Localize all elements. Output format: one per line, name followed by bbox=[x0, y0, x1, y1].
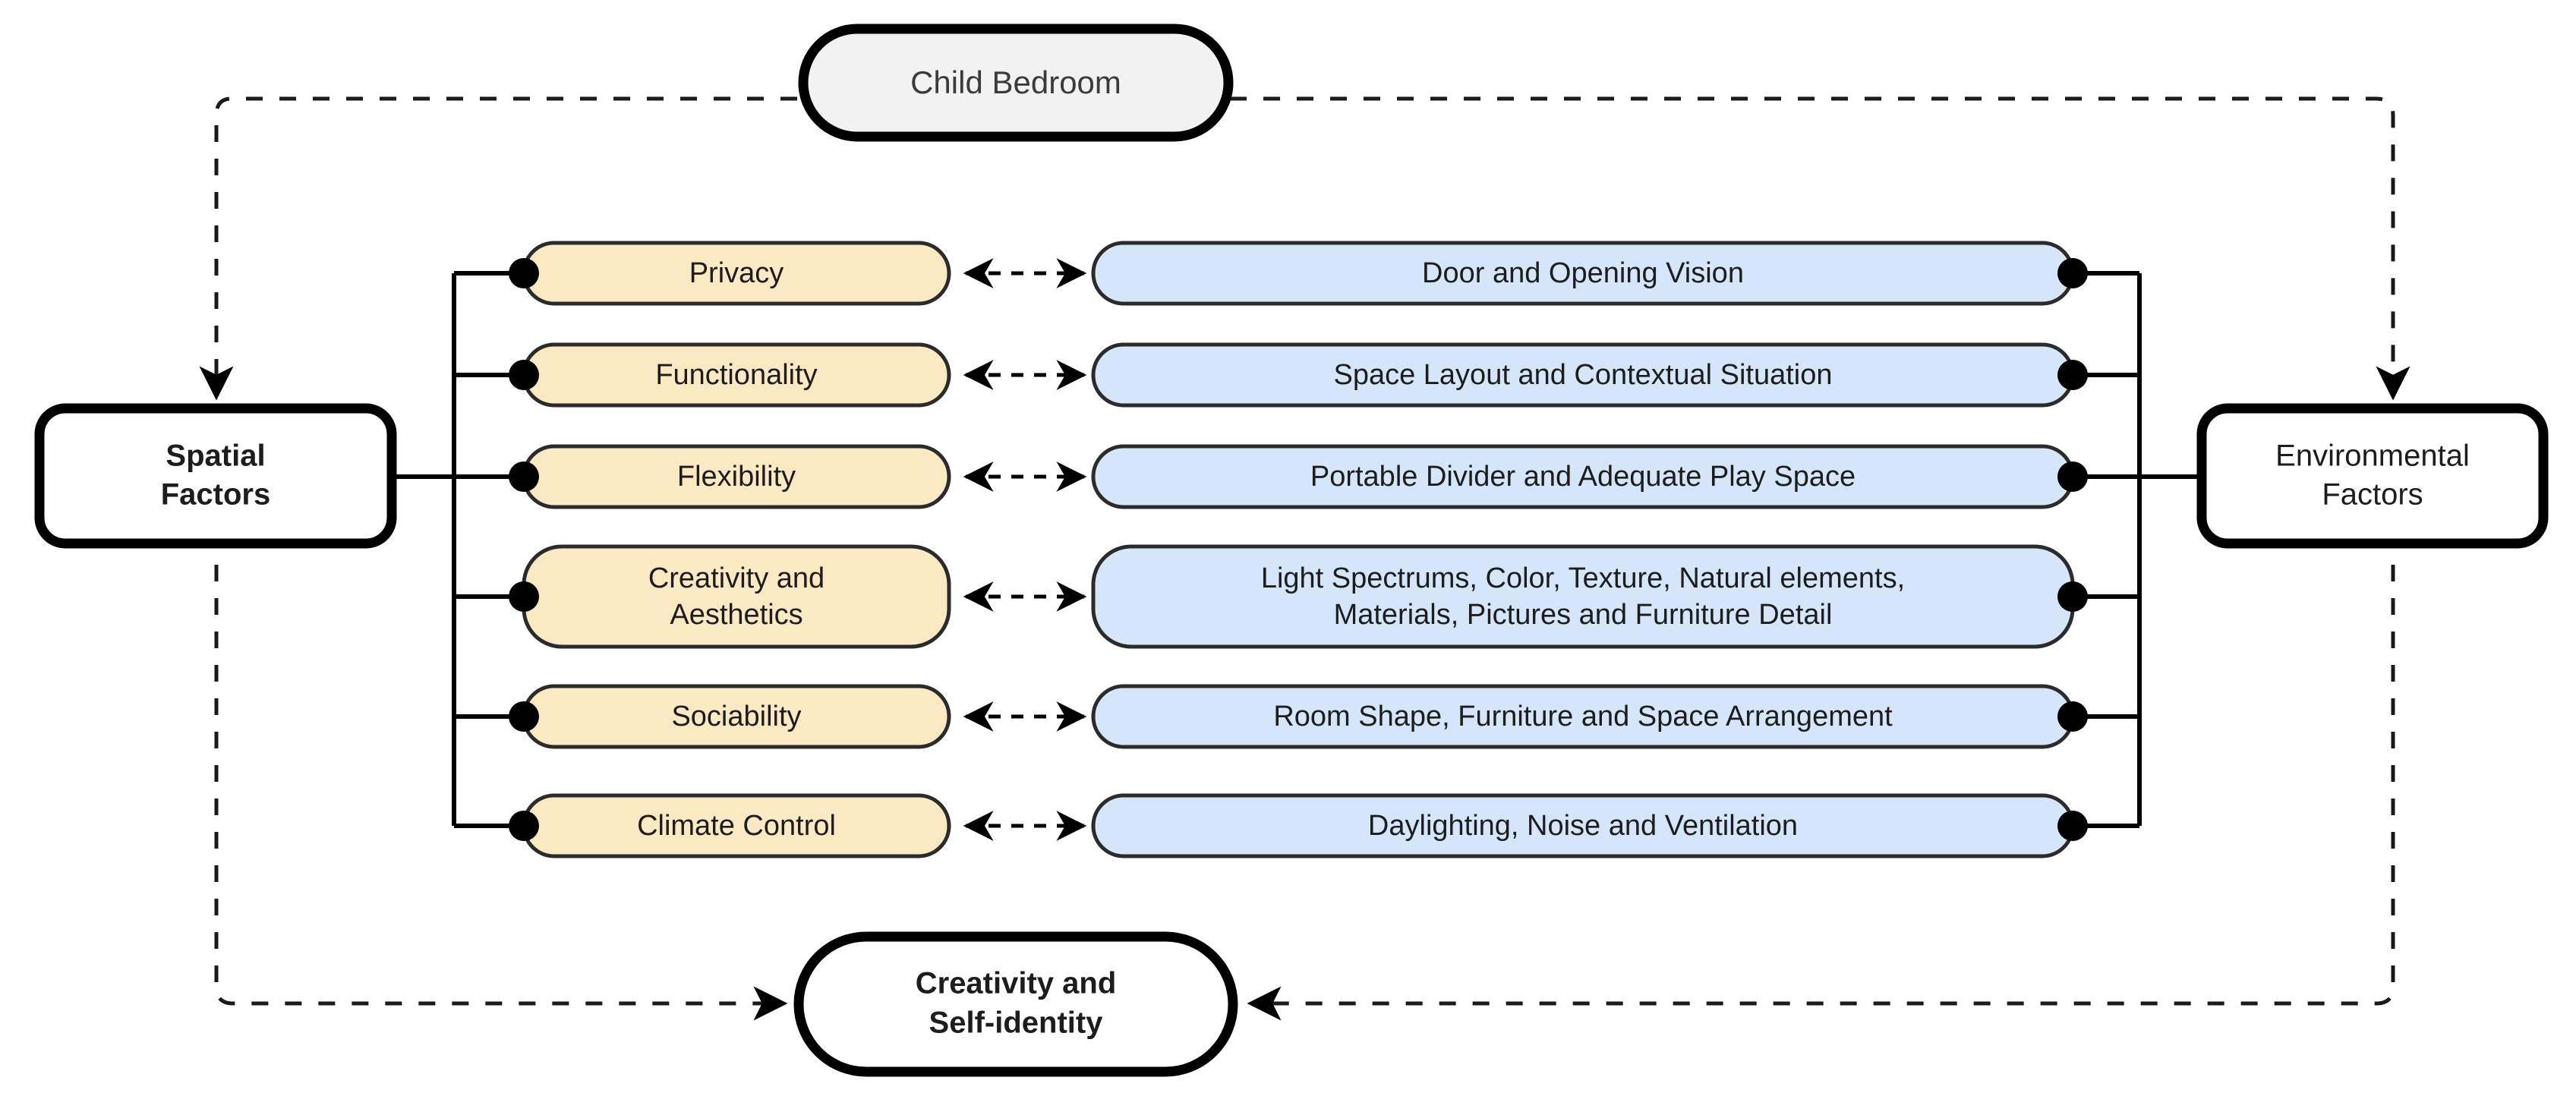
environmental-pill-6-dot bbox=[2057, 811, 2088, 841]
dashed-path-spatial-to-bottom bbox=[214, 531, 788, 1021]
spatial-pill-4-label-line2: Aesthetics bbox=[670, 599, 802, 631]
spatial-pill-5-label: Sociability bbox=[671, 701, 801, 732]
spatial-pill-3-dot bbox=[509, 461, 539, 492]
row-1: Privacy Door and Opening Vision bbox=[509, 241, 2088, 306]
environmental-pill-1-dot bbox=[2057, 258, 2088, 288]
row-5: Sociability Room Shape, Furniture and Sp… bbox=[509, 684, 2088, 749]
row-4: Creativity and Aesthetics Light Spectrum… bbox=[509, 544, 2088, 649]
spatial-pill-3-label: Flexibility bbox=[677, 461, 796, 493]
spatial-pill-4-dot bbox=[509, 581, 539, 612]
dashed-path-root-to-environmental bbox=[1230, 96, 2410, 401]
environmental-pill-1-label: Door and Opening Vision bbox=[1422, 257, 1744, 289]
dashed-path-root-to-spatial bbox=[199, 96, 797, 401]
spatial-pill-1-label: Privacy bbox=[689, 257, 784, 289]
spatial-factors-label-line1: Spatial bbox=[166, 439, 265, 473]
row-6: Climate Control Daylighting, Noise and V… bbox=[509, 793, 2088, 858]
node-creativity-self-identity[interactable]: Creativity and Self-identity bbox=[793, 931, 1238, 1077]
environmental-pill-3-label: Portable Divider and Adequate Play Space bbox=[1310, 461, 1856, 493]
environmental-pill-2-label: Space Layout and Contextual Situation bbox=[1333, 359, 1832, 391]
environmental-pill-4-label-line2: Materials, Pictures and Furniture Detail bbox=[1334, 599, 1833, 631]
environmental-pill-4-label-line1: Light Spectrums, Color, Texture, Natural… bbox=[1261, 562, 1905, 594]
creativity-self-identity-label-line1: Creativity and bbox=[916, 967, 1117, 1000]
environmental-pill-6-label: Daylighting, Noise and Ventilation bbox=[1368, 810, 1798, 842]
row-3: Flexibility Portable Divider and Adequat… bbox=[509, 444, 2088, 509]
node-child-bedroom[interactable]: Child Bedroom bbox=[798, 24, 1234, 142]
environmental-factors-shape[interactable] bbox=[2196, 403, 2549, 549]
spatial-pill-2-label: Functionality bbox=[655, 359, 817, 391]
creativity-self-identity-shape[interactable] bbox=[793, 931, 1238, 1077]
environmental-pill-3-dot bbox=[2057, 461, 2088, 492]
spatial-pill-4[interactable] bbox=[522, 544, 951, 649]
environmental-pill-2-dot bbox=[2057, 360, 2088, 390]
node-spatial-factors[interactable]: Spatial Factors bbox=[34, 403, 397, 549]
creativity-self-identity-label-line2: Self-identity bbox=[929, 1006, 1104, 1040]
node-environmental-factors[interactable]: Environmental Factors bbox=[2196, 403, 2549, 549]
environmental-pill-5-dot bbox=[2057, 701, 2088, 732]
spatial-pill-4-label-line1: Creativity and bbox=[648, 562, 825, 594]
environmental-factors-label-line2: Factors bbox=[2322, 478, 2423, 512]
dashed-frame-group bbox=[199, 96, 2410, 1021]
environmental-pill-4-dot bbox=[2057, 581, 2088, 612]
spatial-pill-1-dot bbox=[509, 258, 539, 288]
child-bedroom-label: Child Bedroom bbox=[910, 65, 1121, 100]
dashed-path-environmental-to-bottom bbox=[1247, 531, 2395, 1021]
spatial-factors-label-line2: Factors bbox=[161, 478, 271, 512]
spatial-pill-6-dot bbox=[509, 811, 539, 841]
spatial-pill-2-dot bbox=[509, 360, 539, 390]
environmental-pill-5-label: Room Shape, Furniture and Space Arrangem… bbox=[1273, 701, 1893, 732]
child-bedroom-shape[interactable] bbox=[798, 24, 1234, 142]
spatial-factors-shape[interactable] bbox=[34, 403, 397, 549]
left-connector-bus bbox=[392, 271, 524, 828]
spatial-pill-6-label: Climate Control bbox=[637, 810, 836, 842]
row-2: Functionality Space Layout and Contextua… bbox=[509, 342, 2088, 408]
environmental-factors-label-line1: Environmental bbox=[2275, 439, 2470, 473]
environmental-pill-4[interactable] bbox=[1091, 544, 2075, 649]
right-connector-bus bbox=[2073, 271, 2202, 828]
spatial-pill-5-dot bbox=[509, 701, 539, 732]
